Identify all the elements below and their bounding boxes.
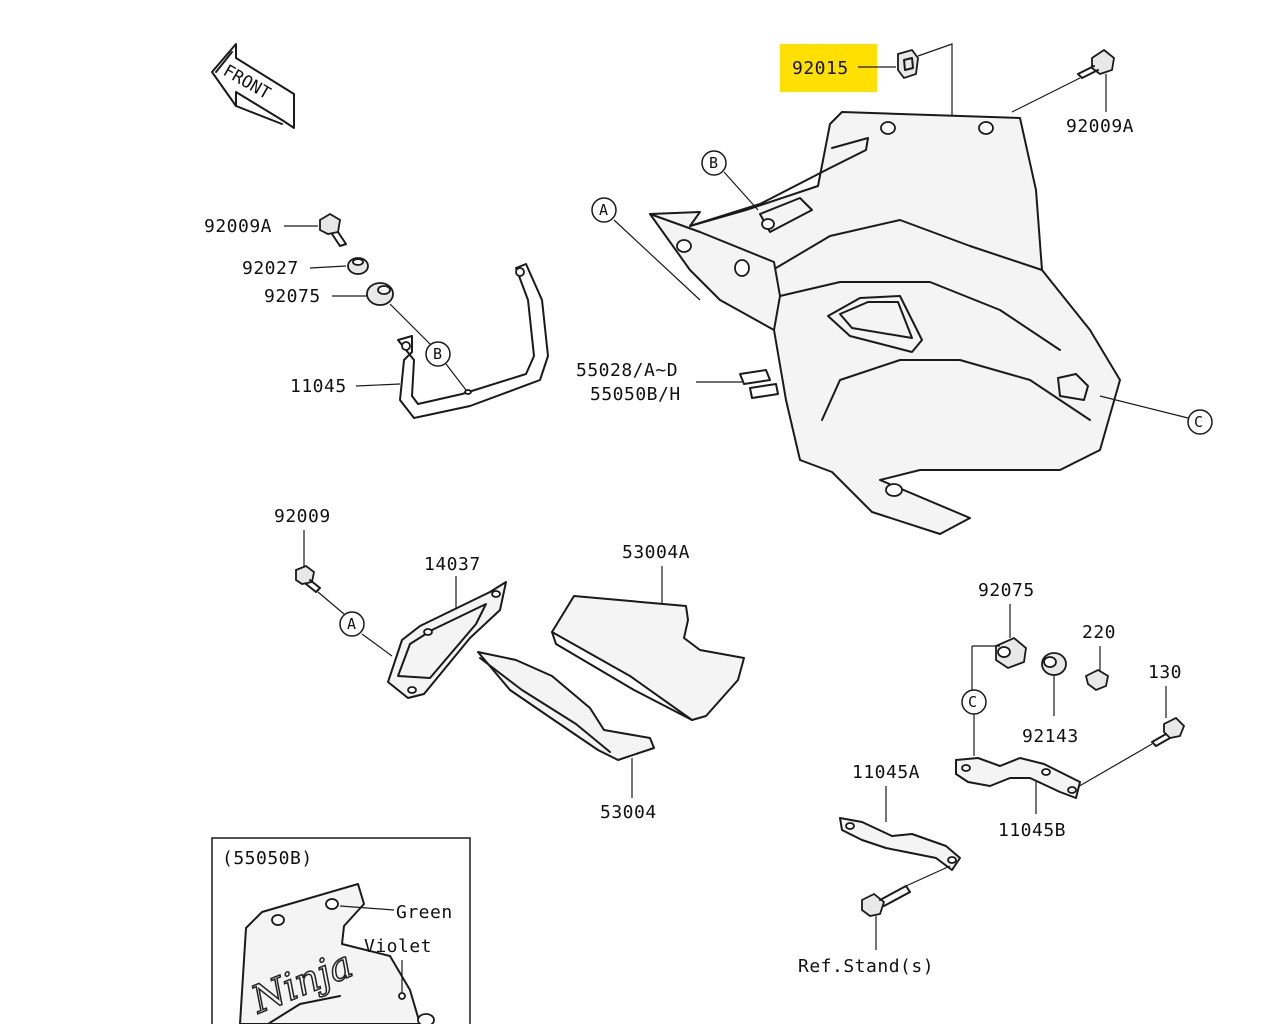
part-label-53004A: 53004A [622, 542, 690, 563]
washer-icon [1041, 652, 1067, 676]
ref-stand-label: Ref.Stand(s) [798, 956, 934, 977]
grommet-icon [366, 282, 394, 306]
callout-a-bottom-label: A [347, 615, 356, 633]
grommet-icon [995, 636, 1027, 670]
part-label-11045A: 11045A [852, 762, 920, 783]
part-label-11045: 11045 [290, 376, 347, 397]
bolt-icon [319, 212, 347, 247]
bracket-14037 [387, 581, 507, 699]
lower-cowl-part [649, 111, 1121, 535]
panel-53004A [551, 595, 745, 721]
part-label-55028: 55028/A~D [576, 360, 678, 381]
part-label-220: 220 [1082, 622, 1116, 643]
clip-nut-icon [897, 48, 919, 80]
callout-b-top-label: B [709, 154, 718, 172]
collar-icon [347, 257, 369, 275]
panel-53004 [477, 651, 655, 761]
callout-c-right [1187, 409, 1213, 435]
callout-c-bottom-label: C [968, 693, 977, 711]
part-label-14037: 14037 [424, 554, 481, 575]
bracket-11045B [955, 757, 1081, 799]
bolt-icon [1077, 48, 1115, 79]
callout-a-top [591, 197, 617, 223]
part-label-92009A-top: 92009A [1066, 116, 1134, 137]
front-arrow-icon: FRONT [211, 43, 295, 129]
part-label-92015: 92015 [792, 58, 849, 79]
part-label-92143: 92143 [1022, 726, 1079, 747]
callout-b-left [425, 341, 451, 367]
inset-green-label: Green [396, 902, 453, 923]
callout-b-left-label: B [433, 345, 442, 363]
bracket-11045A [839, 817, 961, 871]
inset-title: (55050B) [222, 848, 313, 869]
highlight-box [780, 44, 877, 92]
bracket-11045 [397, 263, 549, 419]
part-label-11045B: 11045B [998, 820, 1066, 841]
part-label-92027: 92027 [242, 258, 299, 279]
part-label-130: 130 [1148, 662, 1182, 683]
callout-a-top-label: A [599, 201, 608, 219]
part-label-92075-left: 92075 [264, 286, 321, 307]
bolt-icon [1151, 716, 1186, 747]
part-label-92009A-left: 92009A [204, 216, 272, 237]
part-label-92009: 92009 [274, 506, 331, 527]
screw-icon [1084, 668, 1110, 692]
inset-violet-label: Violet [364, 936, 432, 957]
callout-c-right-label: C [1194, 413, 1203, 431]
bolt-icon [295, 564, 321, 593]
part-label-53004: 53004 [600, 802, 657, 823]
bolt-icon [861, 885, 911, 917]
callout-a-bottom [339, 611, 365, 637]
part-label-55050: 55050B/H [590, 384, 681, 405]
part-label-92075-right: 92075 [978, 580, 1035, 601]
inset-55050B: (55050B) Ninja Green Violet [211, 837, 471, 1024]
callout-b-top [701, 150, 727, 176]
